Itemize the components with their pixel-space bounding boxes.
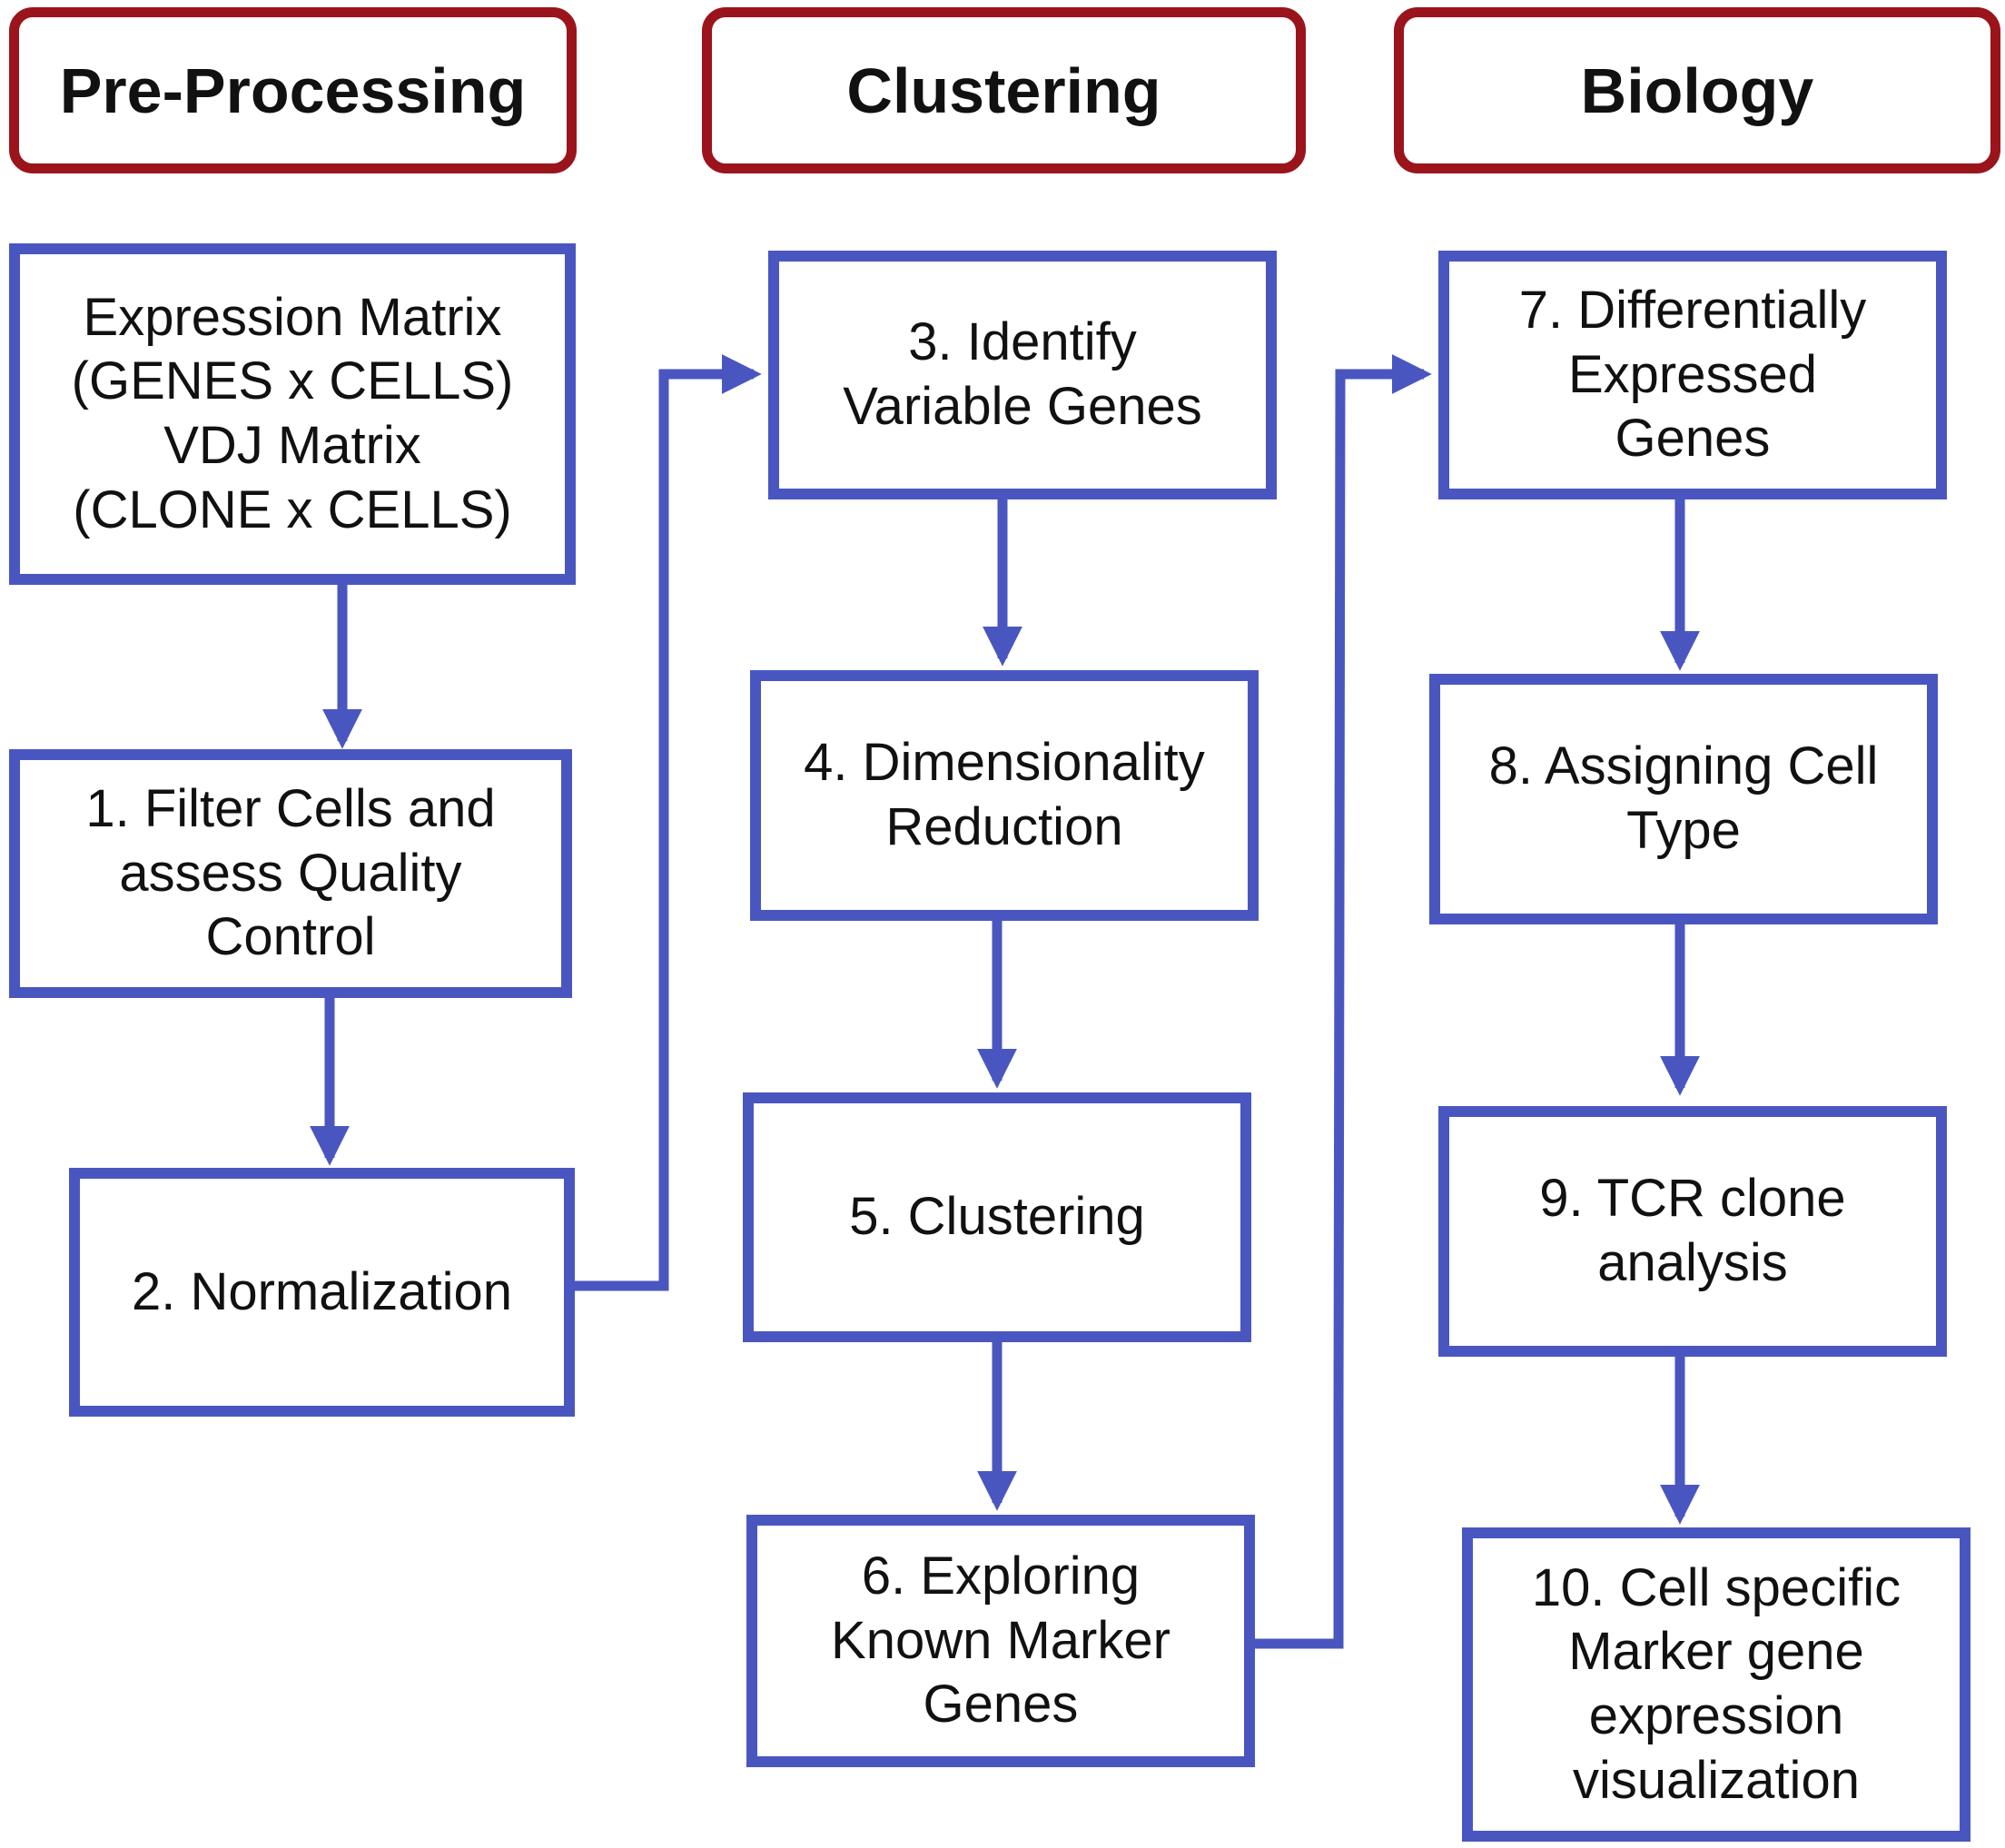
step-1-text: 1. Filter Cells and assess Quality Contr… bbox=[85, 778, 496, 967]
step-2-text: 2. Normalization bbox=[131, 1261, 513, 1321]
box-step-8-cell-type: 8. Assigning Cell Type bbox=[1429, 674, 1938, 924]
header-preprocessing: Pre-Processing bbox=[9, 7, 577, 173]
step-10-text: 10. Cell specific Marker gene expression… bbox=[1531, 1557, 1901, 1810]
box-step-1-filter-cells: 1. Filter Cells and assess Quality Contr… bbox=[9, 749, 572, 998]
box-step-9-tcr-clone: 9. TCR clone analysis bbox=[1438, 1106, 1947, 1357]
arrow-s6-to-s7 bbox=[1249, 354, 1432, 1649]
box-step-3-variable-genes: 3. Identify Variable Genes bbox=[768, 251, 1277, 499]
step-7-text: 7. Differentially Expressed Genes bbox=[1518, 280, 1867, 469]
box-step-5-clustering: 5. Clustering bbox=[743, 1092, 1251, 1342]
header-biology: Biology bbox=[1394, 7, 2000, 173]
box-step-4-dimensionality-reduction: 4. Dimensionality Reduction bbox=[750, 670, 1259, 921]
header-clustering-label: Clustering bbox=[846, 54, 1161, 126]
input-matrix-text: Expression Matrix (GENES x CELLS) VDJ Ma… bbox=[71, 287, 514, 539]
header-preprocessing-label: Pre-Processing bbox=[59, 54, 527, 126]
step-4-text: 4. Dimensionality Reduction bbox=[804, 733, 1205, 856]
header-biology-label: Biology bbox=[1580, 54, 1814, 126]
step-5-text: 5. Clustering bbox=[849, 1187, 1145, 1247]
box-step-6-marker-genes: 6. Exploring Known Marker Genes bbox=[746, 1515, 1255, 1767]
arrow-s2-to-s3 bbox=[575, 354, 762, 1291]
step-6-text: 6. Exploring Known Marker Genes bbox=[831, 1546, 1170, 1734]
step-3-text: 3. Identify Variable Genes bbox=[843, 312, 1202, 436]
step-8-text: 8. Assigning Cell Type bbox=[1488, 736, 1879, 860]
box-input-matrix: Expression Matrix (GENES x CELLS) VDJ Ma… bbox=[9, 243, 576, 585]
header-clustering: Clustering bbox=[702, 7, 1306, 173]
box-step-7-differential-expression: 7. Differentially Expressed Genes bbox=[1438, 251, 1947, 499]
box-step-2-normalization: 2. Normalization bbox=[69, 1168, 575, 1417]
step-9-text: 9. TCR clone analysis bbox=[1539, 1169, 1846, 1292]
box-step-10-marker-visualization: 10. Cell specific Marker gene expression… bbox=[1462, 1527, 1970, 1842]
